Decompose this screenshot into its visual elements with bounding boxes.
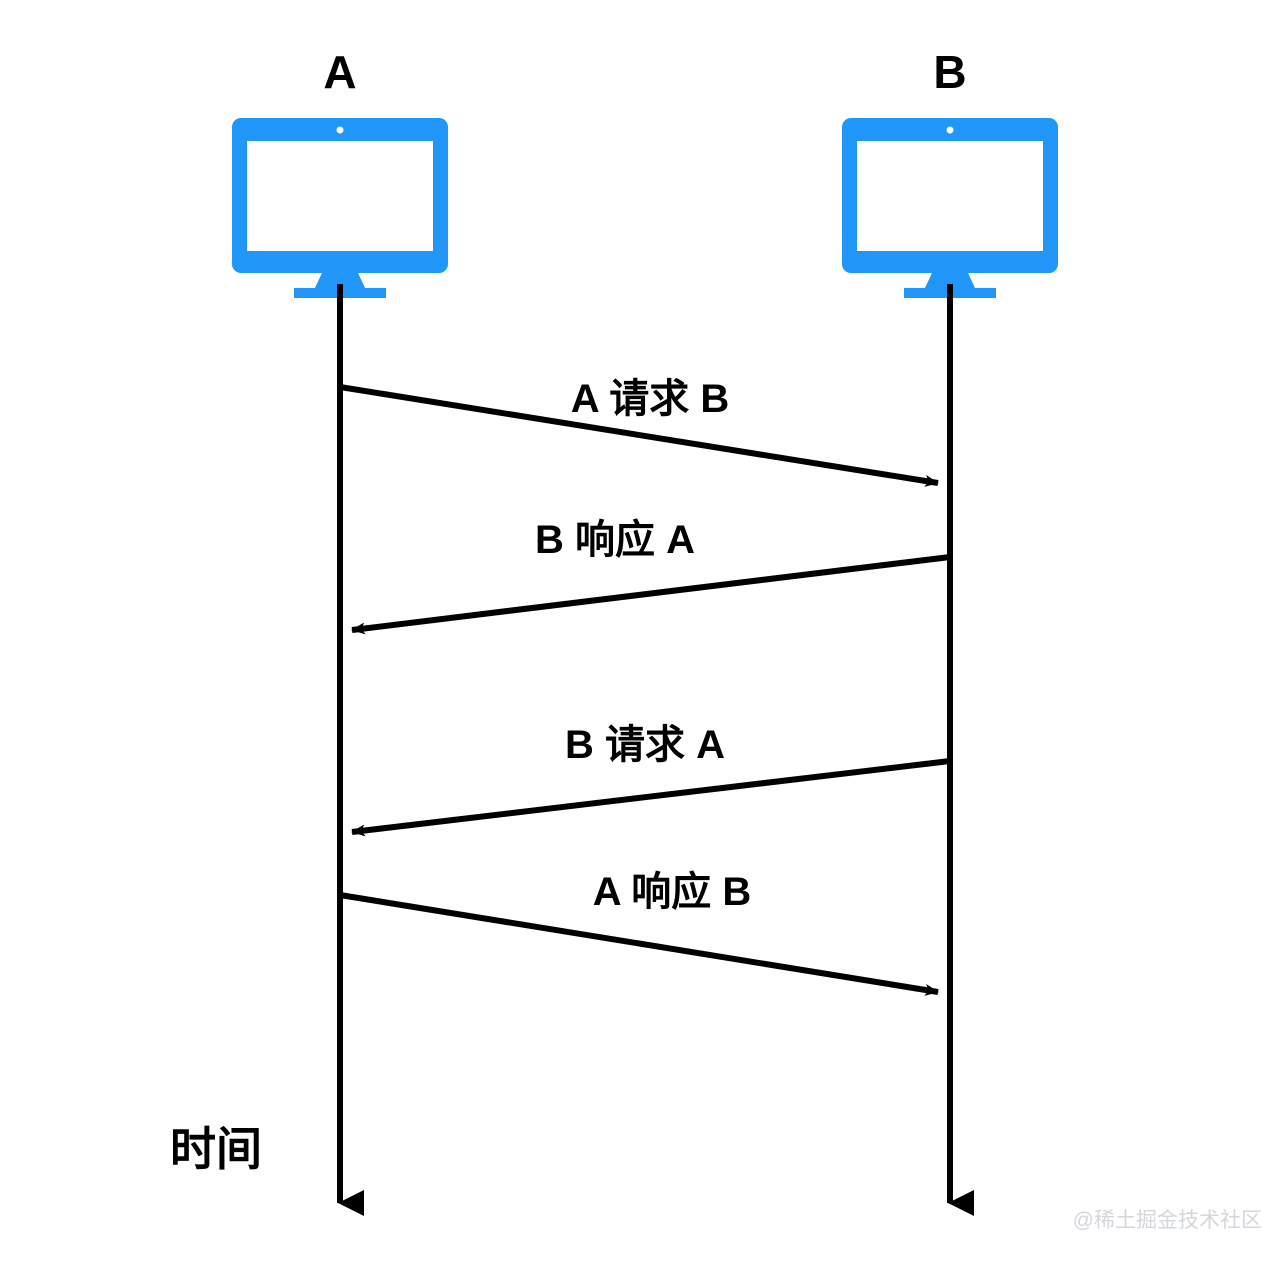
participant-a[interactable]: A	[232, 46, 448, 298]
message-2-label: B 响应 A	[535, 518, 695, 562]
message-3-arrow	[351, 758, 951, 837]
message-2[interactable]: B 响应 A	[351, 518, 951, 635]
message-1-arrow	[339, 384, 939, 487]
message-3-label: B 请求 A	[565, 723, 725, 767]
message-3[interactable]: B 请求 A	[351, 723, 951, 837]
participant-b[interactable]: B	[842, 46, 1058, 298]
participant-a-label: A	[323, 46, 356, 98]
message-1-label: A 请求 B	[571, 377, 730, 421]
message-2-arrow	[351, 554, 951, 635]
monitor-icon	[842, 118, 1058, 298]
message-4-label: A 响应 B	[593, 870, 752, 914]
monitor-icon	[232, 118, 448, 298]
watermark: @稀土掘金技术社区	[1073, 1209, 1262, 1232]
time-axis-label: 时间	[170, 1123, 262, 1175]
message-4[interactable]: A 响应 B	[339, 870, 939, 996]
message-1[interactable]: A 请求 B	[339, 377, 939, 487]
participant-b-label: B	[933, 46, 966, 98]
message-4-arrow	[339, 892, 939, 996]
